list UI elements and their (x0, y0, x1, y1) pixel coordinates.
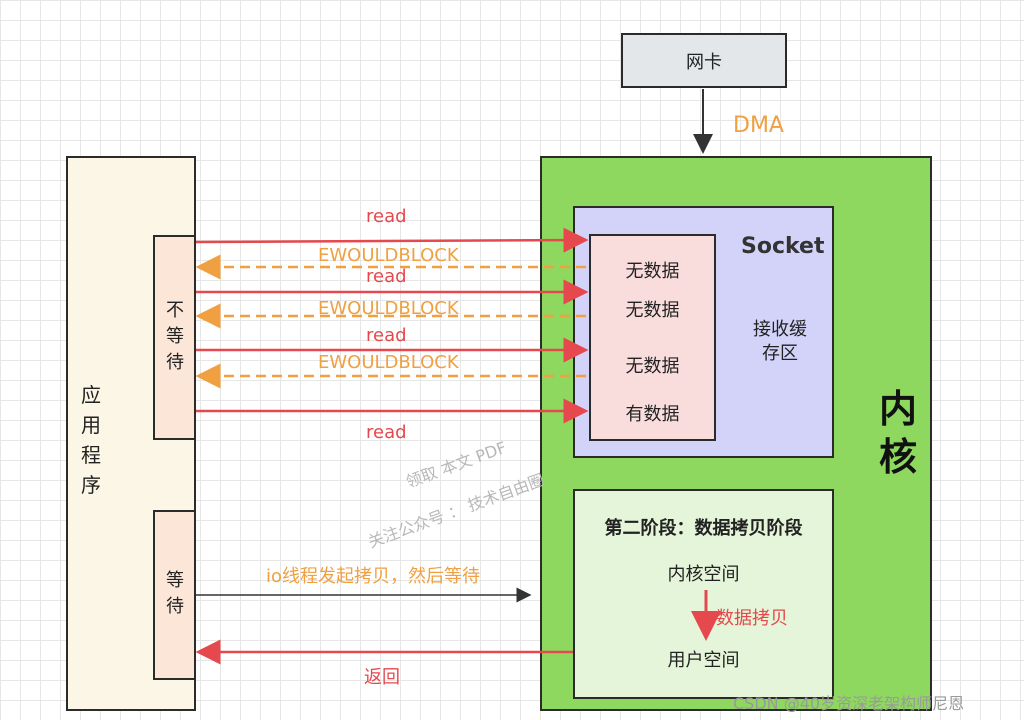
ewouldblock-label: EWOULDBLOCK (318, 245, 459, 266)
receive-buffer-label: 接收缓存区 (753, 319, 807, 364)
application-label: 应用程序 (81, 383, 101, 497)
read-arrow (195, 227, 589, 253)
dma-label: DMA (733, 113, 784, 138)
read-label: read (366, 325, 407, 346)
kernel-space-label: 内核空间 (667, 564, 740, 585)
no-wait-box (153, 235, 196, 440)
kernel-label: 内核 (878, 387, 917, 479)
user-space-label: 用户空间 (667, 650, 740, 671)
no-wait-label: 不等待 (166, 300, 184, 373)
read-label: read (366, 206, 407, 227)
copy-phase-box (573, 489, 834, 699)
buffer-slot: 无数据 (625, 261, 680, 282)
return-label: 返回 (364, 667, 400, 688)
network-card-box: 网卡 (621, 33, 787, 88)
credit-watermark: CSDN @40岁资深老架构师尼恩 (733, 694, 965, 713)
network-card-label: 网卡 (686, 51, 722, 73)
buffer-slot-has-data: 有数据 (625, 404, 680, 425)
buffer-box (589, 234, 716, 441)
copy-phase-title: 第二阶段：数据拷贝阶段 (604, 518, 803, 539)
wait-label: 等待 (166, 570, 184, 617)
read-label: read (366, 422, 407, 443)
ewouldblock-label: EWOULDBLOCK (318, 352, 459, 373)
buffer-slot: 无数据 (625, 356, 680, 377)
io-copy-label: io线程发起拷贝，然后等待 (266, 566, 481, 587)
wait-box (153, 510, 196, 680)
data-copy-label: 数据拷贝 (716, 608, 788, 629)
read-label: read (366, 266, 407, 287)
ewouldblock-label: EWOULDBLOCK (318, 298, 459, 319)
buffer-slot: 无数据 (625, 300, 680, 321)
socket-title: Socket (741, 234, 825, 259)
